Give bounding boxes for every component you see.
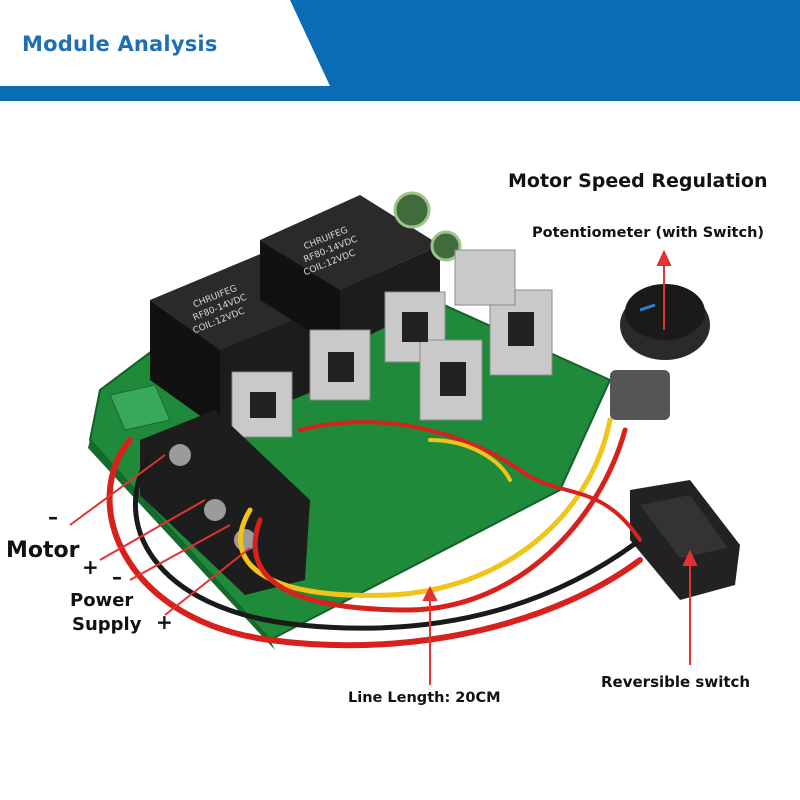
green-terminal	[109, 384, 171, 431]
line-length-label: Line Length: 20CM	[348, 690, 501, 706]
mosfets	[250, 312, 534, 418]
page-title: Module Analysis	[22, 32, 218, 56]
reversible-switch-label: Reversible switch	[601, 673, 751, 691]
annotation-arrows	[69, 249, 698, 685]
motor-plus-sign: +	[82, 555, 99, 579]
power-minus-sign: –	[112, 565, 122, 589]
black-terminal-block	[140, 410, 310, 595]
motor-speed-regulation-label: Motor Speed Regulation	[508, 170, 768, 192]
potentiometer	[610, 284, 710, 420]
power-plus-sign: +	[156, 610, 173, 634]
capacitor-1	[393, 191, 431, 229]
potentiometer-label: Potentiometer (with Switch)	[532, 225, 765, 241]
capacitor-2	[430, 230, 462, 262]
wires	[106, 417, 643, 649]
rocker-switch	[630, 480, 740, 600]
header-tab	[0, 0, 330, 86]
supply-label: Supply	[72, 614, 142, 635]
header-bar: Module Analysis	[0, 0, 800, 101]
motor-minus-sign: –	[48, 505, 58, 529]
power-label: Power	[70, 590, 134, 611]
motor-label: Motor	[6, 538, 80, 563]
